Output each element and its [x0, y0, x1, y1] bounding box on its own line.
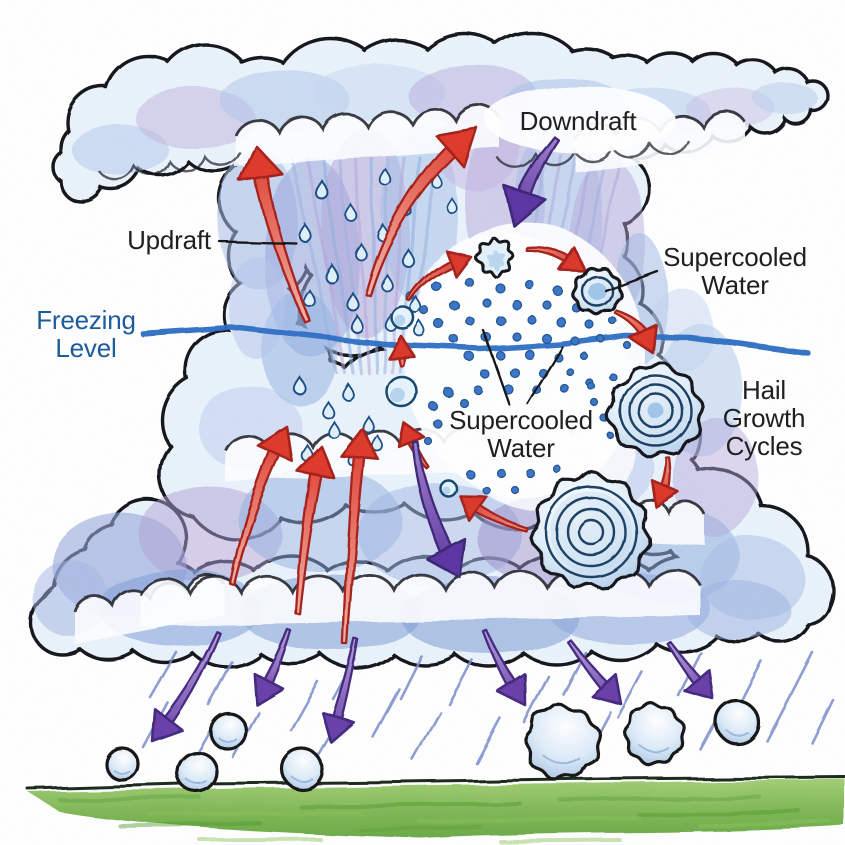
supercooled-water-label-center: Supercooled Water — [449, 404, 593, 463]
downdraft-label: Downdraft — [519, 105, 637, 136]
hail-growth-cycles-label: Hail Growth Cycles — [722, 374, 806, 462]
updraft-label: Updraft — [127, 224, 211, 255]
freezing-level-label: Freezing Level — [36, 304, 136, 363]
supercooled-water-label-right: Supercooled Water — [663, 241, 807, 300]
